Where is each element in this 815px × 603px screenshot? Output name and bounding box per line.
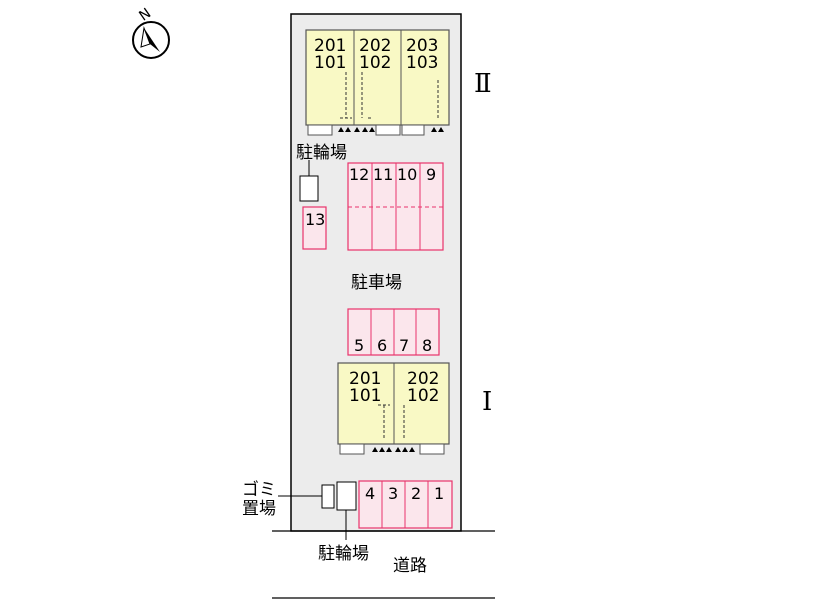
building-II: 201 101 202 102 203 103 — [305, 29, 450, 136]
bicycle-parking-bottom-label: 駐輪場 — [318, 544, 369, 564]
building-I: 201 101 202 102 — [337, 362, 450, 455]
balcony — [339, 443, 365, 455]
unit-I-1-upper: 201 — [349, 369, 381, 389]
parking-row-bottom: 4 3 2 1 — [358, 480, 453, 529]
parking-space-4-label: 4 — [365, 484, 375, 503]
parking-space-1-label: 1 — [434, 484, 444, 503]
garbage-area-label-line1: ゴミ — [242, 479, 276, 500]
parking-space-7-label: 7 — [399, 336, 409, 355]
unit-II-2-upper: 202 — [359, 36, 391, 56]
parking-space-6-label: 6 — [377, 336, 387, 355]
road-label: 道路 — [393, 556, 427, 576]
parking-space-3-label: 3 — [388, 484, 398, 503]
parking-space-5-label: 5 — [354, 336, 364, 355]
unit-II-3-upper: 203 — [406, 36, 438, 56]
bicycle-parking-top-label: 駐輪場 — [296, 143, 347, 163]
parking-lot-label: 駐車場 — [351, 273, 402, 293]
building-I-label: Ⅰ — [482, 387, 492, 417]
unit-I-1-lower: 101 — [349, 386, 381, 406]
compass-icon: N — [132, 5, 170, 59]
parking-space-9-label: 9 — [426, 165, 436, 184]
parking-row-middle: 5 6 7 8 — [347, 308, 440, 356]
unit-I-2-upper: 202 — [407, 369, 439, 389]
unit-II-3-lower: 103 — [406, 53, 438, 73]
balcony — [375, 124, 401, 136]
building-II-label: Ⅱ — [474, 69, 492, 99]
parking-space-11-label: 11 — [373, 165, 393, 184]
building-II-body — [305, 29, 450, 126]
bicycle-parking-bottom — [336, 481, 357, 511]
parking-space-10-label: 10 — [397, 165, 417, 184]
parking-space-8-label: 8 — [422, 336, 432, 355]
unit-I-2-lower: 102 — [407, 386, 439, 406]
balcony — [419, 443, 445, 455]
parking-space-12-label: 12 — [349, 165, 369, 184]
parking-space-2-label: 2 — [411, 484, 421, 503]
parking-space-13 — [302, 206, 327, 250]
parking-row-upper: 12 11 10 9 — [347, 162, 444, 251]
unit-II-2-lower: 102 — [359, 53, 391, 73]
balcony — [307, 124, 333, 136]
garbage-area-label-line2: 置場 — [242, 499, 276, 519]
garbage-area — [321, 484, 335, 509]
balcony — [401, 124, 425, 136]
bicycle-parking-top — [299, 175, 319, 202]
parking-space-13-label: 13 — [305, 210, 325, 229]
unit-II-1-lower: 101 — [314, 53, 346, 73]
unit-II-1-upper: 201 — [314, 36, 346, 56]
